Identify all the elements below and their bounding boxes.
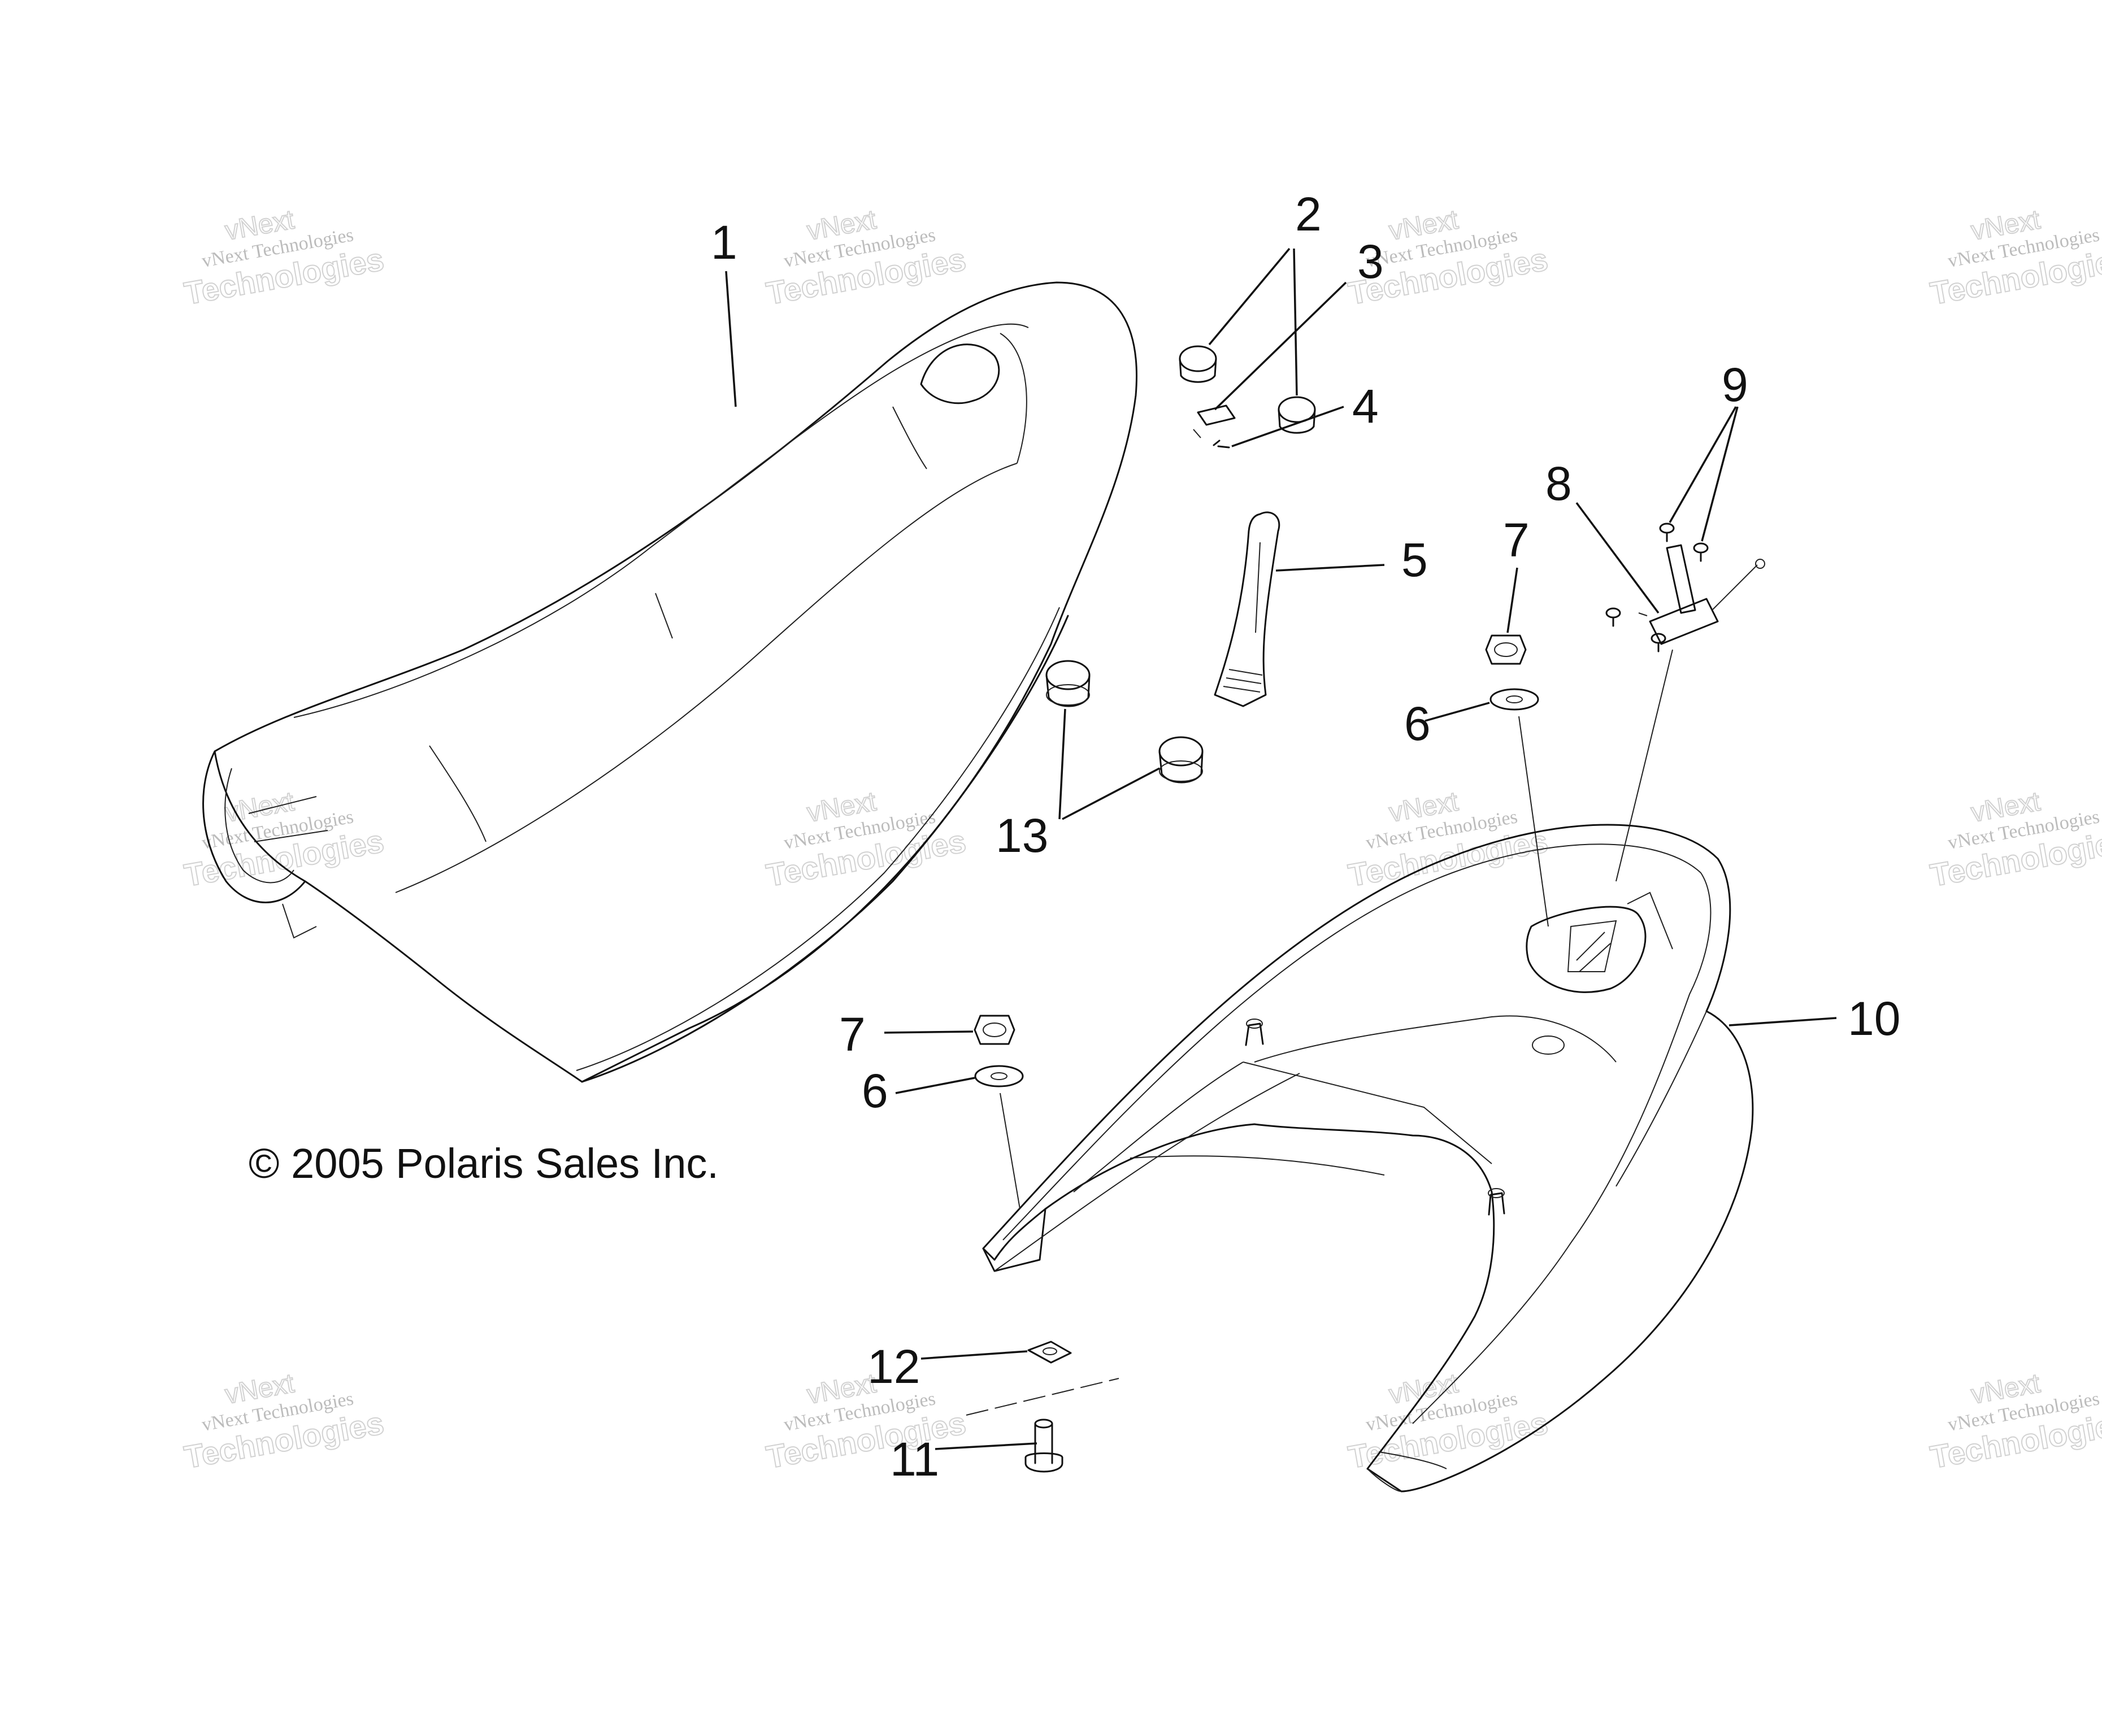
callout-12: 12 [867,1340,920,1393]
leader-9a [1669,406,1737,523]
assembly-line [1518,716,1549,927]
watermark: vNext vNext Technologies Technologies [181,1368,387,1476]
leader-12 [920,1350,1028,1360]
watermark: vNext vNext Technologies Technologies [1927,204,2102,312]
callout-10: 10 [1848,992,1900,1045]
screw-part-9d [1651,633,1666,652]
nut-part-12 [1027,1341,1072,1364]
watermark: vNext vNext Technologies Technologies [1927,786,2102,894]
bracket-part-3 [1193,404,1236,438]
assembly-line [1000,1093,1020,1209]
watermark: vNext vNext Technologies Technologies [763,786,969,894]
callout-1: 1 [711,216,737,269]
leader-8 [1575,502,1660,614]
grommet-part-13b [1158,736,1204,784]
callout-5: 5 [1401,533,1428,586]
washer-part-6a [1489,688,1539,711]
tail-part-10 [982,824,1754,1493]
screw-part-4 [1213,440,1230,449]
leader-5 [1275,564,1385,572]
callout-11: 11 [890,1433,939,1486]
leader-10 [1728,1017,1837,1026]
strap-part-5 [1214,511,1280,707]
leader-6a [1425,702,1490,722]
assembly-line [966,1378,1119,1416]
watermark-layer: vNext vNext Technologies Technologies vN… [181,204,2102,1476]
callout-9: 9 [1722,358,1748,411]
watermark: vNext vNext Technologies Technologies [1345,786,1551,894]
watermark: vNext vNext Technologies Technologies [1345,1368,1551,1476]
washer-part-6b [974,1065,1024,1087]
grommet-part-2b [1278,396,1316,434]
callout-6-upper: 6 [1404,697,1431,750]
copyright-notice: © 2005 Polaris Sales Inc. [249,1140,719,1187]
callout-6-lower: 6 [862,1064,888,1117]
leader-2b [1293,248,1298,396]
leader-7a [1506,567,1518,633]
grommet-part-13a [1045,660,1091,707]
latch-part-8 [1638,544,1765,645]
screw-part-9a [1659,523,1675,542]
leader-13a [1058,708,1066,820]
leader-3 [1214,281,1347,411]
callout-labels: 1 2 3 4 5 6 6 7 7 8 9 10 11 12 13 [711,188,1900,1486]
screw-part-9b [1693,542,1709,562]
callout-7-upper: 7 [1503,514,1530,567]
seat-part-1 [202,281,1137,1083]
callout-4: 4 [1352,380,1379,433]
bolt-part-11 [1024,1419,1063,1473]
leader-4 [1231,406,1344,447]
watermark: vNext vNext Technologies Technologies [181,204,387,312]
leader-1 [725,271,737,407]
callout-7-lower: 7 [839,1008,866,1061]
callout-3: 3 [1357,235,1384,288]
leader-13b [1062,767,1160,820]
assembly-line [1615,649,1673,882]
watermark: vNext vNext Technologies Technologies [1927,1368,2102,1476]
leader-6b [895,1077,975,1094]
leader-lines [725,247,1837,1450]
leader-2a [1208,247,1291,346]
watermark: vNext vNext Technologies Technologies [181,786,387,894]
nut-part-7b [974,1015,1015,1045]
leader-11 [935,1442,1037,1450]
callout-2: 2 [1295,188,1322,241]
grommet-part-2a [1179,345,1217,383]
watermark: vNext vNext Technologies Technologies [763,204,969,312]
leader-7b [884,1030,974,1034]
screw-part-9c [1605,607,1621,627]
nut-part-7a [1485,634,1527,665]
leader-9b [1701,406,1739,542]
callout-13: 13 [996,809,1048,862]
callout-8: 8 [1545,457,1572,510]
